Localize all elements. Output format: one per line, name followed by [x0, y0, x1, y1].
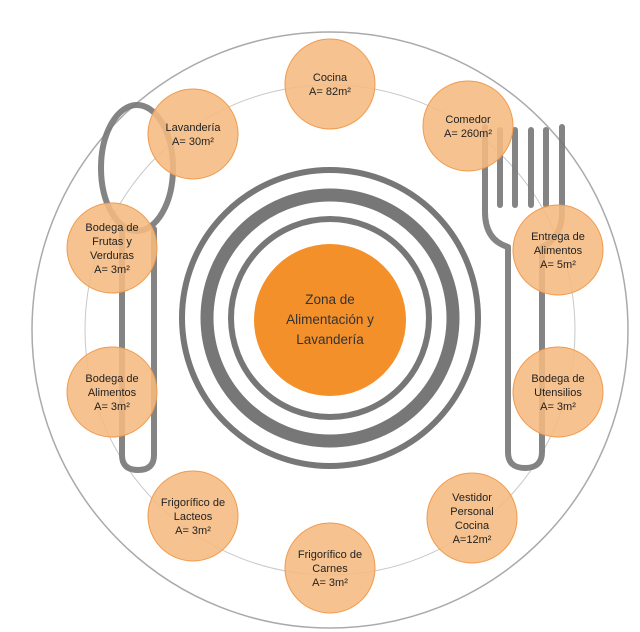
- node-label-line: Lacteos: [174, 511, 213, 523]
- node-label-line: Cocina: [455, 520, 490, 532]
- node-entrega-de-alimentos: Entrega de Alimentos A= 5m²: [512, 204, 604, 296]
- node-label-line: Verduras: [90, 250, 135, 262]
- node-label-line: A= 5m²: [540, 259, 576, 271]
- node-frigorifico-de-lacteos: Frigorífico de Lacteos A= 3m²: [147, 470, 239, 562]
- node-label-line: Bodega de: [85, 373, 138, 385]
- node-frigorifico-de-carnes: Frigorífico de Carnes A= 3m²: [284, 522, 376, 614]
- node-label-line: Alimentos: [534, 245, 583, 257]
- node-circle: [66, 346, 158, 438]
- node-circle: [284, 38, 376, 130]
- node-circle: [284, 522, 376, 614]
- node-comedor: Comedor A= 260m²: [422, 80, 514, 172]
- node-label-line: Vestidor: [452, 492, 492, 504]
- node-label-line: Bodega de: [85, 222, 138, 234]
- node-label-line: A= 30m²: [172, 136, 214, 148]
- center-zone-label: Zona de Alimentación y Lavandería: [286, 292, 374, 347]
- node-bodega-de-utensilios: Bodega de Utensilios A= 3m²: [512, 346, 604, 438]
- node-label-line: Lavandería: [165, 122, 221, 134]
- node-label-line: Comedor: [445, 114, 491, 126]
- node-label-line: Bodega de: [531, 373, 584, 385]
- node-circle: [147, 470, 239, 562]
- node-bodega-de-alimentos: Bodega de Alimentos A= 3m²: [66, 346, 158, 438]
- node-label-line: Personal: [450, 506, 493, 518]
- node-label-line: A= 3m²: [312, 577, 348, 589]
- node-label-line: A= 3m²: [175, 525, 211, 537]
- node-label-line: Frigorífico de: [161, 497, 225, 509]
- center-zone-label-line: Alimentación y: [286, 312, 374, 327]
- node-label-line: Alimentos: [88, 387, 137, 399]
- node-label-line: A= 3m²: [540, 401, 576, 413]
- node-label-line: Cocina: [313, 72, 348, 84]
- outer-plate-rim: [31, 31, 629, 629]
- center-zone-circle: [254, 244, 406, 396]
- node-circle: [422, 80, 514, 172]
- node-label-line: Frigorífico de: [298, 549, 362, 561]
- node-label-line: A=12m²: [453, 534, 492, 546]
- node-cocina: Cocina A= 82m²: [284, 38, 376, 130]
- plate-icon: [179, 167, 481, 469]
- node-label-line: Entrega de: [531, 231, 585, 243]
- node-label-line: Utensilios: [534, 387, 582, 399]
- area-nodes: Cocina A= 82m² Comedor A= 260m² Entrega de Al…: [66, 38, 604, 614]
- node-circle: [66, 202, 158, 294]
- node-circle: [147, 88, 239, 180]
- node-label-line: A= 82m²: [309, 86, 351, 98]
- node-label-line: Carnes: [312, 563, 348, 575]
- node-lavanderia: Lavandería A= 30m²: [147, 88, 239, 180]
- node-label-line: A= 260m²: [444, 128, 492, 140]
- node-label-line: A= 3m²: [94, 264, 130, 276]
- node-circle: [512, 346, 604, 438]
- center-zone-label-line: Lavandería: [296, 332, 364, 347]
- node-label-line: Frutas y: [92, 236, 132, 248]
- node-bodega-de-frutas-y-verduras: Bodega de Frutas y Verduras A= 3m²: [66, 202, 158, 294]
- center-zone-label-line: Zona de: [305, 292, 355, 307]
- node-label-line: A= 3m²: [94, 401, 130, 413]
- node-circle: [512, 204, 604, 296]
- node-circle: [426, 472, 518, 564]
